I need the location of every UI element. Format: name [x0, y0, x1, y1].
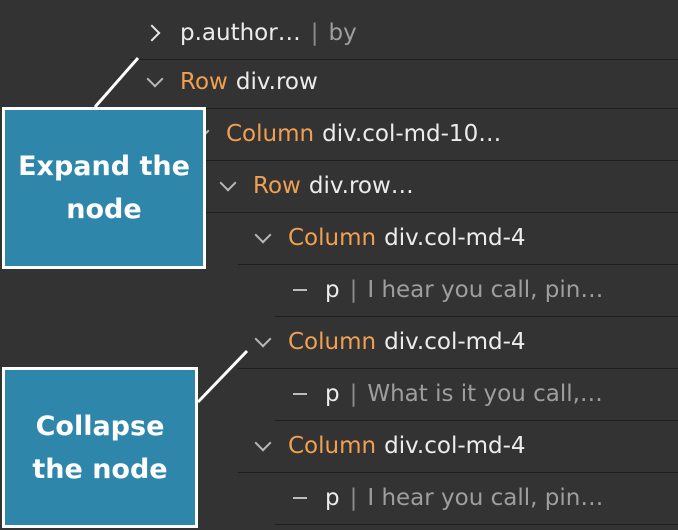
- element-tag: div.col-md-4: [384, 329, 526, 355]
- chevron-down-icon[interactable]: [217, 160, 239, 212]
- component-name: Column: [226, 121, 315, 147]
- chevron-down-icon[interactable]: [144, 56, 166, 108]
- node-text-preview: I hear you call, pin…: [367, 485, 604, 511]
- expand-node-callout: Expand the node: [2, 107, 206, 269]
- node-text-preview: What is it you call,…: [367, 381, 603, 407]
- component-name: Row: [180, 69, 228, 95]
- tree-row[interactable]: Column div.col-md-4: [238, 316, 678, 369]
- leaf-dash-icon: [289, 264, 311, 316]
- chevron-down-icon[interactable]: [252, 420, 274, 472]
- element-tag: p: [325, 277, 340, 303]
- separator: |: [310, 20, 319, 46]
- leaf-dash-icon: [289, 368, 311, 420]
- collapse-node-callout: Collapse the node: [2, 367, 198, 528]
- component-name: Column: [288, 329, 377, 355]
- node-text-preview: I hear you call, pin…: [367, 277, 604, 303]
- collapse-node-callout-text: Collapse the node: [32, 410, 168, 485]
- tree-row[interactable]: Column div.col-md-10…: [190, 108, 678, 161]
- element-tag: p: [325, 485, 340, 511]
- separator: |: [349, 381, 358, 407]
- component-name: Column: [288, 433, 377, 459]
- separator: |: [349, 277, 358, 303]
- tree-row[interactable]: p | I hear you call, pin…: [275, 264, 678, 317]
- chevron-down-icon[interactable]: [252, 316, 274, 368]
- component-name: Row: [253, 173, 301, 199]
- tree-row[interactable]: Column div.col-md-4: [238, 212, 678, 265]
- element-tag: div.row: [235, 69, 318, 95]
- tree-row[interactable]: p | I hear you call, pin…: [275, 472, 678, 525]
- element-tag: div.col-md-10…: [322, 121, 502, 147]
- leaf-dash-icon: [289, 472, 311, 524]
- separator: |: [349, 485, 358, 511]
- chevron-right-icon[interactable]: [144, 7, 166, 59]
- element-tag: div.col-md-4: [384, 433, 526, 459]
- tree-row[interactable]: Row div.row…: [205, 160, 678, 213]
- tree-row[interactable]: p | What is it you call,…: [275, 368, 678, 421]
- element-tag: p.author…: [180, 20, 301, 46]
- tree-row[interactable]: Row div.row: [130, 56, 678, 109]
- component-name: Column: [288, 225, 377, 251]
- element-tag: div.col-md-4: [384, 225, 526, 251]
- tree-row[interactable]: p.author… | by: [130, 7, 678, 60]
- tree-row[interactable]: Column div.col-md-4: [238, 420, 678, 473]
- element-tag: div.row…: [308, 173, 414, 199]
- expand-node-callout-text: Expand the node: [18, 151, 190, 225]
- chevron-down-icon[interactable]: [252, 212, 274, 264]
- element-tag: p: [325, 381, 340, 407]
- node-text-preview: by: [328, 20, 357, 46]
